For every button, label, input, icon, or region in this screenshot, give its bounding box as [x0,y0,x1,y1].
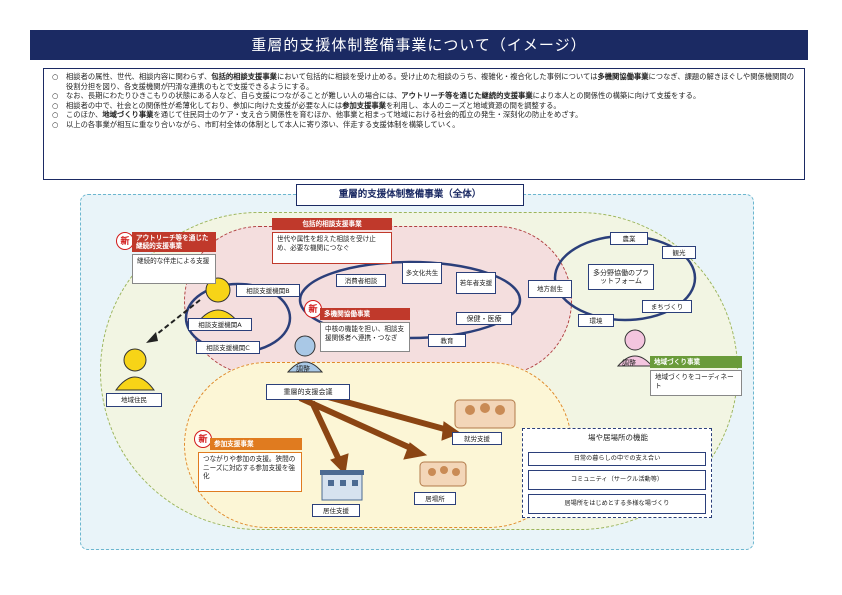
adjust-label-right: 調整 [622,359,636,367]
consult-health: 保健・医療 [456,312,512,325]
intro-line: ○ なお、長期にわたりひきこもりの状態にある人など、自ら支援につながることが難しい… [52,91,796,101]
community-title: 地域づくり事業 [650,356,742,368]
comprehensive-title: 包括的相談支援事業 [272,218,392,230]
outreach-title: アウトリーチ等を通じた継続的支援事業 [132,232,216,252]
intro-line: ○ このほか、地域づくり事業を通じて住民同士のケア・支え合う関係性を育むほか、他事… [52,110,796,120]
intro-emphasis: 参加支援事業 [342,100,386,110]
intro-box: ○ 相談者の属性、世代、相談内容に関わらず、包括的相談支援事業において包括的に相談… [43,68,805,180]
support-meeting: 重層的支援会議 [266,384,350,400]
meeting-arrows [298,389,462,476]
platform: 多分野協働のプラットフォーム [588,264,654,290]
place-function-1: 日常の暮らしの中での支え合い [528,452,706,466]
bullet-mark: ○ [52,110,59,119]
region-revitalization: 地方創生 [528,280,572,298]
participation-title: 参加支援事業 [210,438,302,450]
bullet-mark: ○ [52,119,59,129]
place-functions-title: 場や居場所の機能 [530,432,706,446]
arrow-housing [309,400,343,464]
region-town-planning: まちづくり [642,300,692,313]
resident-icon [115,348,155,391]
intro-emphasis: 地域づくり事業 [102,110,154,119]
place-function-3: 居場所をはじめとする多様な場づくり [528,494,706,514]
agency-b: 相談支援機関B [236,284,300,297]
consult-multicultural: 多文化共生 [402,262,442,284]
community-coordinator-icon [616,329,654,367]
bullet-mark: ○ [52,72,59,81]
consult-youth: 若年者支援 [456,272,496,294]
bullet-mark: ○ [52,100,59,110]
outreach-arrowhead [146,332,158,343]
arrowhead-housing [330,453,349,476]
arrowhead-place [403,442,428,460]
intro-text: 相談者の属性、世代、相談内容に関わらず、 [66,72,212,81]
intro-line: ○ 相談者の中で、社会との関係性が希薄化しており、参加に向けた支援が必要な人には参… [52,101,796,111]
multi-agency-desc: 中核の機能を担い、相談支援関係者へ連携・つなぎ [320,322,410,352]
intro-line: ○ 以上の各事業が相互に重なり合いながら、市町村全体の体制として本人に寄り添い、伴… [52,120,796,130]
intro-text: において包括的に相談を受け止める。受け止めた相談のうち、複雑化・複合化した事例に… [276,72,598,81]
diagram-title: 重層的支援体制整備事業（全体） [296,184,524,206]
intro-text: なお、長期にわたりひきこもりの状態にある人など、自ら支援につながることが難しい人… [66,91,402,100]
comprehensive-desc: 世代や属性を超えた相談を受け止め、必要な機関につなぐ [272,232,392,264]
consult-consumer: 消費者相談 [336,274,386,287]
page-title: 重層的支援体制整備事業について（イメージ） [30,30,808,60]
intro-text: により本人との関係性の構築に向けて支援をする。 [532,91,701,100]
housing-illustration-icon [320,470,364,501]
resident-label: 地域住民 [106,393,162,407]
outreach-desc: 継続的な伴走による支援 [132,254,216,284]
region-agriculture: 農業 [610,232,648,245]
intro-text: を利用し、本人のニーズと地域資源の間を調整する。 [385,100,561,110]
multi-agency-title: 多機関協働事業 [320,308,410,320]
intro-emphasis: アウトリーチ等を通じた継続的支援事業 [401,91,533,100]
intro-text: 相談者の中で、社会との関係性が希薄化しており、参加に向けた支援が必要な人には [66,100,343,110]
place-illustration-icon [419,461,467,487]
intro-text: このほか、 [66,110,103,119]
place-function-2: コミュニティ（サークル活動等） [528,470,706,490]
outreach-arrow [151,299,201,339]
intro-text: を通じて住民同士のケア・支え合う関係性を育むほか、他事業と相まって地域における社… [153,110,583,119]
consult-education: 教育 [428,334,466,347]
bullet-mark: ○ [52,91,59,100]
output-place: 居場所 [414,492,456,505]
output-employment: 就労支援 [452,432,502,445]
community-desc: 地域づくりをコーディネート [650,370,742,396]
intro-text: 以上の各事業が相互に重なり合いながら、市町村全体の体制として本人に寄り添い、伴走… [66,119,460,129]
intro-emphasis: 包括的相談支援事業 [211,72,277,81]
adjust-label-left: 調整 [296,365,310,373]
arrow-place [298,395,417,453]
region-tourism: 観光 [662,246,696,259]
participation-desc: つながりや参加の支援。狭間のニーズに対応する参加支援を強化 [198,452,302,492]
output-housing: 居住支援 [312,504,360,517]
intro-line: ○ 相談者の属性、世代、相談内容に関わらず、包括的相談支援事業において包括的に相談… [52,72,796,91]
coordinator-icon [286,335,324,373]
region-environment: 環境 [578,314,614,327]
agency-c: 相談支援機関C [196,341,260,354]
intro-text: につなぎ、課題の解きほぐしや関係機関間の役割分担を図り、各支援機関が円滑な連携の… [66,72,795,91]
arrowhead-employment [441,421,462,441]
intro-emphasis: 多機関協働事業 [597,72,649,81]
agency-a: 相談支援機関A [188,318,252,331]
employment-illustration-icon [454,399,516,429]
